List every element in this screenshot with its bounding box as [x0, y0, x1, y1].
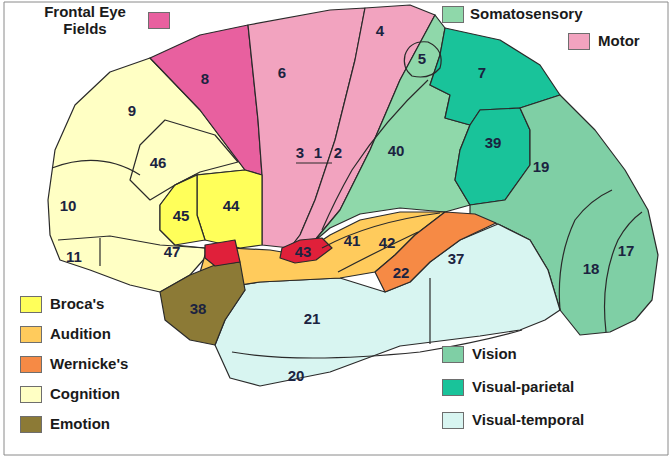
legend-swatch	[442, 346, 464, 363]
area-number: 45	[173, 208, 190, 223]
legend-label: Vision	[472, 346, 517, 363]
area-number: 10	[60, 198, 77, 213]
area-number: 40	[388, 143, 405, 158]
area-number: 21	[304, 311, 321, 326]
area-number: 11	[66, 249, 82, 264]
legend-swatch	[20, 386, 42, 403]
area-number: 46	[150, 155, 167, 170]
area-number: 44	[223, 198, 240, 213]
area-number: 43	[295, 244, 312, 259]
area-number: 2	[334, 145, 342, 160]
legend-label: Motor	[598, 33, 640, 50]
area-number: 5	[418, 51, 426, 66]
legend-swatch	[442, 379, 464, 396]
area-number: 1	[314, 145, 322, 160]
area-number: 9	[128, 103, 136, 118]
area-number: 39	[485, 135, 502, 150]
legend-label: Visual-parietal	[472, 379, 574, 396]
legend-label: Cognition	[50, 386, 120, 403]
legend-swatch	[442, 6, 464, 23]
area-number: 47	[164, 244, 181, 259]
legend-swatch	[148, 12, 170, 29]
legend-swatch	[20, 356, 42, 373]
area-number: 41	[344, 233, 361, 248]
legend-swatch	[20, 326, 42, 343]
area-number: 19	[533, 159, 550, 174]
legend-label: Frontal Eye Fields	[30, 4, 140, 37]
legend-swatch	[568, 33, 590, 50]
legend-swatch	[442, 412, 464, 429]
area-number: 6	[278, 65, 286, 80]
area-number: 38	[190, 301, 207, 316]
legend-label: Wernicke's	[50, 356, 128, 373]
area-number: 3	[296, 145, 304, 160]
area-number: 22	[393, 265, 410, 280]
legend-label: Audition	[50, 326, 111, 343]
legend-swatch	[20, 416, 42, 433]
legend-label: Somatosensory	[470, 6, 583, 23]
legend-swatch	[20, 296, 42, 313]
area-number: 17	[618, 243, 635, 258]
area-number: 42	[379, 235, 396, 250]
area-number: 18	[583, 261, 600, 276]
area-number: 8	[201, 71, 209, 86]
area-number: 7	[478, 65, 486, 80]
area-number: 20	[288, 368, 305, 383]
legend-label: Emotion	[50, 416, 110, 433]
legend-label: Broca's	[50, 296, 104, 313]
area-number: 4	[376, 23, 384, 38]
area-number: 37	[448, 251, 465, 266]
legend-label: Visual-temporal	[472, 412, 584, 429]
